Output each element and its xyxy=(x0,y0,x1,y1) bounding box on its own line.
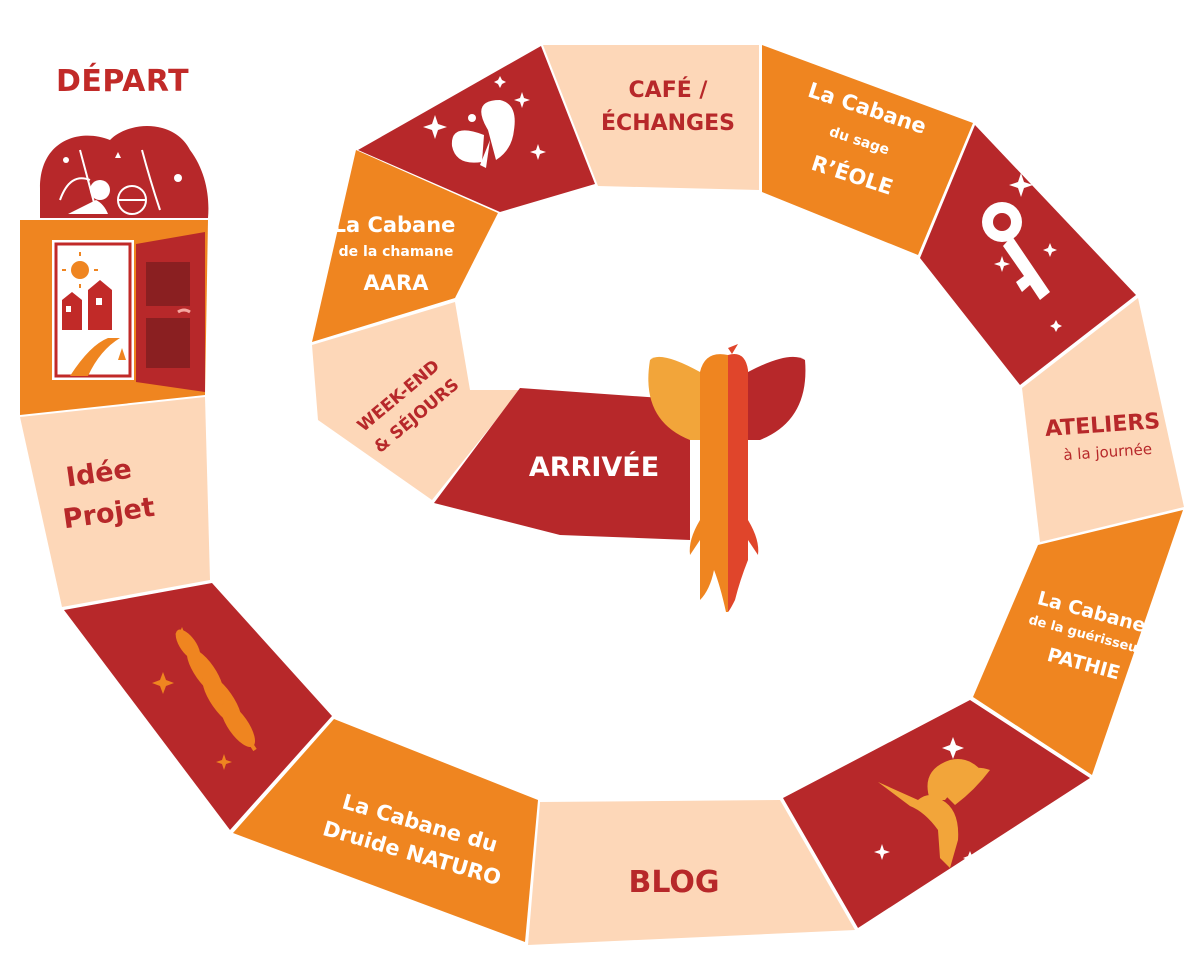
space-idee-projet[interactable] xyxy=(20,397,210,607)
space-aara[interactable] xyxy=(312,150,498,342)
space-ateliers[interactable] xyxy=(1022,298,1184,542)
space-aara-label-3: AARA xyxy=(364,271,430,295)
space-wheat[interactable] xyxy=(64,583,332,830)
space-cafe-label-2: ÉCHANGES xyxy=(601,110,735,136)
space-eole[interactable] xyxy=(762,45,973,255)
space-cafe-label-1: CAFÉ / xyxy=(629,77,709,103)
space-cafe[interactable] xyxy=(543,45,759,190)
hummingbird-icon xyxy=(874,737,990,868)
start-title: DÉPART xyxy=(56,64,190,99)
space-weekend[interactable] xyxy=(312,302,520,500)
finish-label: ARRIVÉE xyxy=(529,451,659,483)
phoenix-icon xyxy=(648,344,806,612)
space-blog[interactable] xyxy=(528,800,855,945)
space-blog-label: BLOG xyxy=(628,865,719,900)
space-arrivee[interactable] xyxy=(434,388,690,540)
key-icon xyxy=(982,173,1062,332)
wheat-icon xyxy=(152,627,257,770)
space-butterfly[interactable] xyxy=(358,46,595,212)
door-icon xyxy=(52,232,205,392)
space-aara-label-1: La Cabane xyxy=(333,213,456,237)
space-key[interactable] xyxy=(920,125,1136,385)
start-arch xyxy=(40,126,209,218)
space-pathie[interactable] xyxy=(973,510,1183,775)
space-druide[interactable] xyxy=(233,719,538,942)
butterfly-icon xyxy=(423,76,546,168)
space-aara-label-2: de la chamane xyxy=(339,244,454,260)
